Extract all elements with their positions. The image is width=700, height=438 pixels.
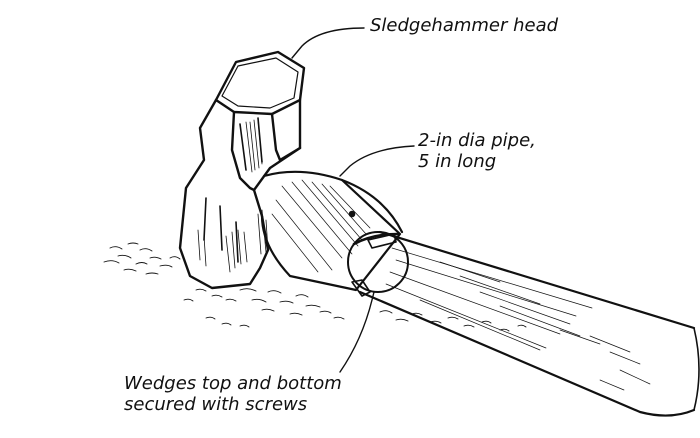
leader-head bbox=[291, 27, 365, 59]
ground-shading bbox=[103, 242, 527, 332]
label-pipe: 2-in dia pipe, 5 in long bbox=[418, 130, 536, 172]
leader-lines bbox=[291, 27, 415, 373]
sledgehammer-head bbox=[178, 50, 306, 290]
leader-wedge bbox=[339, 291, 375, 373]
pipe-sleeve bbox=[260, 170, 409, 293]
pipe-hatching bbox=[271, 179, 371, 273]
wooden-handle bbox=[358, 230, 700, 417]
label-pipe-line-2: 5 in long bbox=[418, 151, 497, 172]
wedges bbox=[351, 233, 397, 297]
label-wedges-line-1: Wedges top and bottom bbox=[124, 373, 342, 394]
label-wedges-line-2: secured with screws bbox=[124, 394, 308, 415]
label-sledgehammer-head: Sledgehammer head bbox=[370, 15, 559, 36]
leader-pipe bbox=[339, 145, 415, 177]
handle-grain bbox=[385, 247, 651, 391]
label-pipe-line-1: 2-in dia pipe, bbox=[418, 130, 536, 151]
label-wedges: Wedges top and bottom secured with screw… bbox=[124, 373, 342, 415]
